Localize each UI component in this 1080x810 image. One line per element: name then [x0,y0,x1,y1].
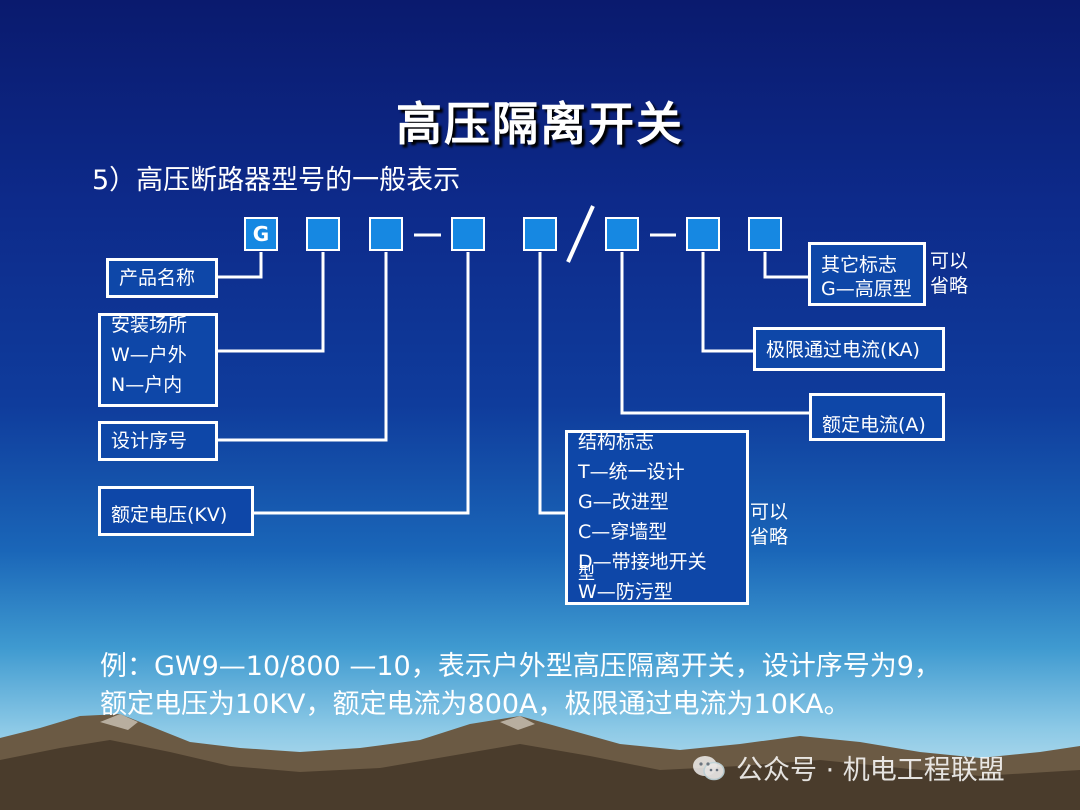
watermark: 公众号 · 机电工程联盟 [692,748,1005,787]
page-title: 高压隔离开关 [396,97,684,151]
other-plateau: G—高原型 [821,278,912,300]
structure-g: G—改进型 [578,491,669,513]
code-box-product: G [244,217,278,251]
box-peak-current: 极限通过电流(KA) [753,327,945,371]
code-box-voltage [451,217,485,251]
note-omit-structure: 可以 省略 [750,501,789,548]
box-other-mark: 其它标志 G—高原型 [808,242,926,306]
subtitle: 5）高压断路器型号的一般表示 [92,165,461,196]
install-indoor: N—户内 [111,374,183,396]
code-box-install [306,217,340,251]
example-text: 例：GW9—10/800 —10，表示户外型高压隔离开关，设计序号为9， 额定电… [100,648,1000,724]
box-product-name: 产品名称 [106,258,218,298]
example-line-1: 例：GW9—10/800 —10，表示户外型高压隔离开关，设计序号为9， [100,651,941,682]
watermark-text: 公众号 · 机电工程联盟 [736,755,1005,786]
structure-c: C—穿墙型 [578,521,668,543]
install-title: 安装场所 [111,314,188,336]
code-box-structure [523,217,557,251]
structure-w: W—防污型 [578,581,673,603]
structure-d: D—带接地开关 [578,551,707,573]
box-structure: 结构标志 T—统一设计 G—改进型 C—穿墙型 D—带接地开关 W—防污型 型 [565,430,749,605]
example-line-2: 额定电压为10KV，额定电流为800A，极限通过电流为10KA。 [100,689,851,720]
note-omit-top: 可以 省略 [930,250,969,297]
code-box-design [369,217,403,251]
code-box-current [605,217,639,251]
box-rated-current: 额定电流(A) [809,393,945,441]
structure-title: 结构标志 [578,431,655,453]
box-design-no: 设计序号 [98,421,218,461]
box-rated-voltage: 额定电压(KV) [98,486,254,536]
other-title: 其它标志 [821,254,898,276]
code-box-peak [686,217,720,251]
box-install-place: 安装场所 W—户外 N—户内 [98,313,218,407]
structure-t: T—统一设计 [578,461,685,483]
code-box-other [748,217,782,251]
structure-extra: 型 [578,564,595,584]
wechat-icon [693,755,725,780]
install-outdoor: W—户外 [111,344,187,366]
